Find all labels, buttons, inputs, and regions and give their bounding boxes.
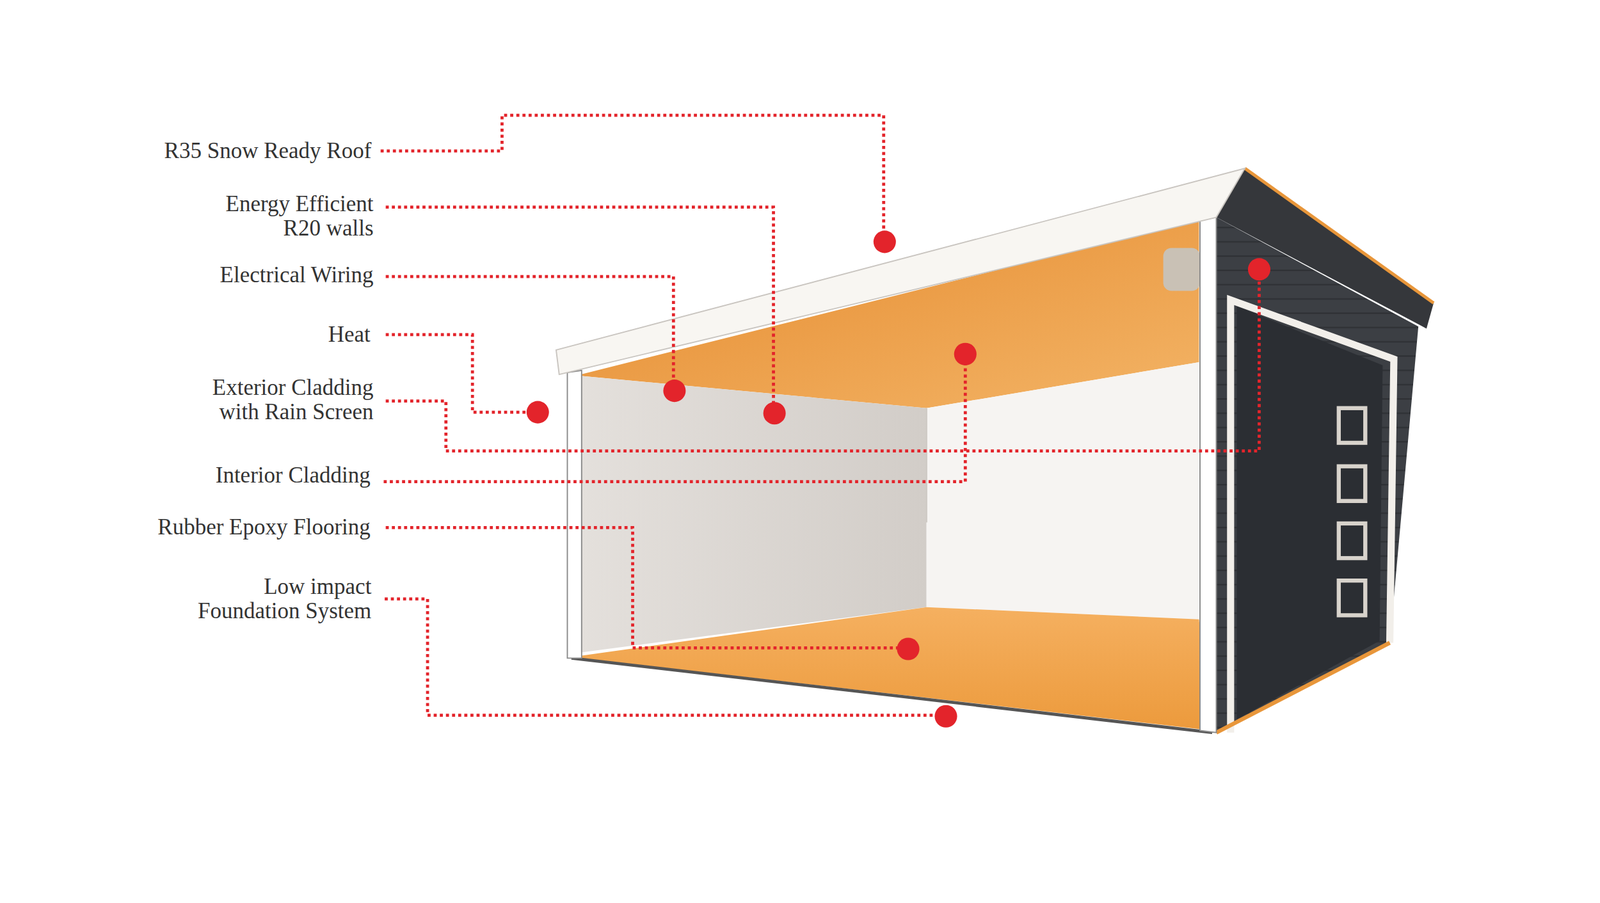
floor-edge xyxy=(571,657,1213,733)
heater-unit xyxy=(1163,247,1200,291)
right-post xyxy=(1200,217,1217,733)
callout-label: Energy Efficient R20 walls xyxy=(203,192,374,241)
door-trim xyxy=(1230,300,1394,733)
left-wall xyxy=(576,375,927,654)
callout-label: Rubber Epoxy Flooring xyxy=(157,515,370,540)
callout-label: Low impact Foundation System xyxy=(185,574,372,624)
callout-label: Heat xyxy=(328,322,371,347)
back-wall xyxy=(926,362,1200,620)
callout-label: Interior Cladding xyxy=(215,463,371,488)
roof-edge xyxy=(1244,168,1434,303)
callout-label: Electrical Wiring xyxy=(220,263,374,288)
roof-side xyxy=(1216,168,1434,329)
callout-dots xyxy=(526,230,1271,728)
callout-label: R35 Snow Ready Roof xyxy=(164,138,372,164)
wall-base-edge xyxy=(1216,642,1390,733)
wall-corner xyxy=(926,408,928,523)
callout-label: Exterior Cladding with Rain Screen xyxy=(192,375,374,425)
left-post xyxy=(567,370,582,659)
roof-fascia xyxy=(556,168,1245,375)
door-windows xyxy=(1338,408,1366,616)
leader-lines xyxy=(380,115,1260,715)
